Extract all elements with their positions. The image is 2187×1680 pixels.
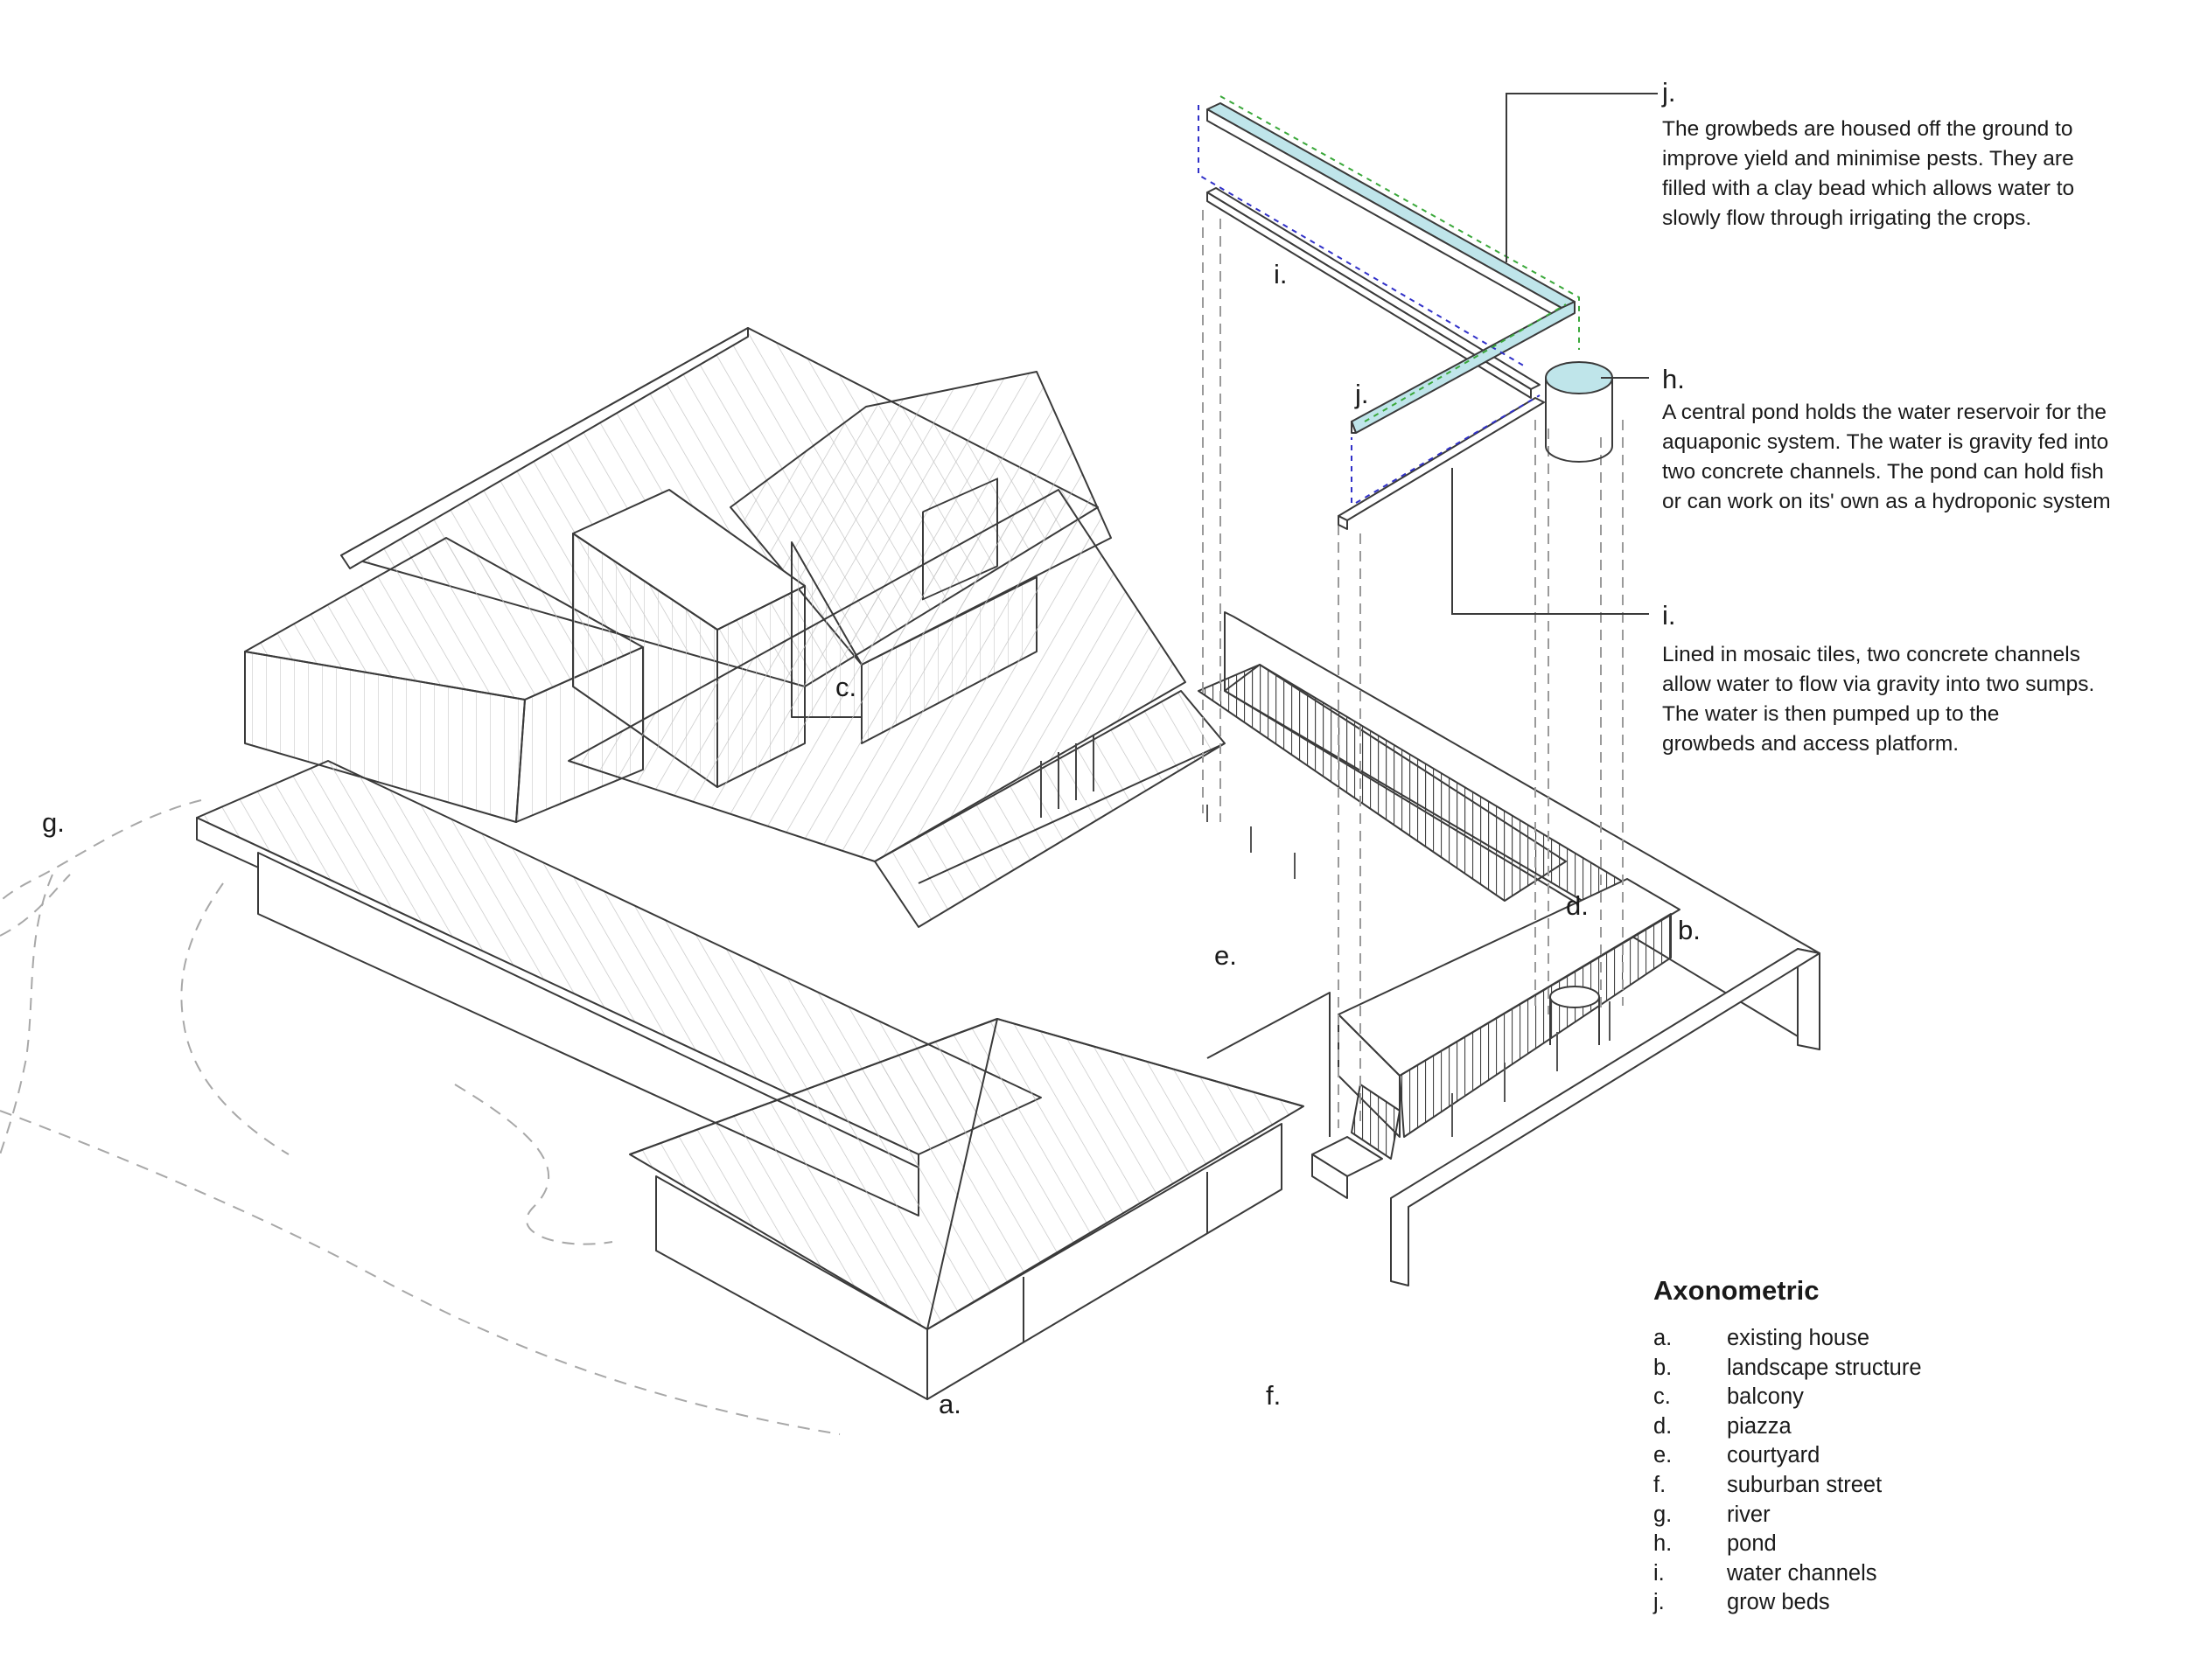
legend-key: i. <box>1653 1560 1665 1586</box>
note-channels: Lined in mosaic tiles, two concrete chan… <box>1662 640 2094 759</box>
legend-item: b. landscape structure <box>1653 1354 1922 1384</box>
note-line: Lined in mosaic tiles, two concrete chan… <box>1662 643 2081 666</box>
legend-item: e. courtyard <box>1653 1441 1922 1471</box>
legend-text: balcony <box>1727 1384 1804 1410</box>
label-i-top: i. <box>1274 259 1288 289</box>
aquaponic-system <box>1206 102 1613 530</box>
label-g: g. <box>42 807 65 838</box>
note-line: slowly flow through irrigating the crops… <box>1662 206 2032 230</box>
note-line: The water is then pumped up to the <box>1662 702 2000 726</box>
legend-item: c. balcony <box>1653 1383 1922 1412</box>
label-j-top: j. <box>1662 77 1676 108</box>
label-j-mid: j. <box>1355 379 1369 409</box>
legend-key: e. <box>1653 1443 1673 1468</box>
note-line: aquaponic system. The water is gravity f… <box>1662 430 2109 454</box>
note-growbeds: The growbeds are housed off the ground t… <box>1662 115 2074 234</box>
river-contours <box>0 799 841 1435</box>
label-a: a. <box>939 1389 961 1419</box>
legend-key: d. <box>1653 1413 1673 1439</box>
label-e: e. <box>1214 940 1237 971</box>
legend-key: f. <box>1653 1472 1666 1497</box>
legend-item: d. piazza <box>1653 1412 1922 1442</box>
label-b: b. <box>1678 915 1701 945</box>
legend-key: a. <box>1653 1326 1673 1350</box>
leader-lines <box>1451 93 1658 615</box>
label-i-side: i. <box>1662 600 1676 631</box>
legend-key: b. <box>1653 1355 1673 1380</box>
legend-key: h. <box>1653 1531 1673 1557</box>
legend-item: j. grow beds <box>1653 1588 1922 1618</box>
legend-title: Axonometric <box>1653 1275 1820 1306</box>
legend-item: f. suburban street <box>1653 1471 1922 1501</box>
legend-text: pond <box>1727 1531 1777 1557</box>
legend-item: g. river <box>1653 1501 1922 1530</box>
legend-text: courtyard <box>1727 1443 1820 1468</box>
legend-text: piazza <box>1727 1413 1792 1439</box>
projection-lines <box>1202 210 1624 1128</box>
note-pond: A central pond holds the water reservoir… <box>1662 398 2111 517</box>
label-f: f. <box>1266 1380 1282 1411</box>
legend-text: river <box>1727 1502 1771 1527</box>
existing-house <box>196 327 1331 1400</box>
legend-text: grow beds <box>1727 1590 1830 1615</box>
legend-item: i. water channels <box>1653 1559 1922 1589</box>
note-line: or can work on its' own as a hydroponic … <box>1662 490 2111 513</box>
legend-text: suburban street <box>1727 1472 1883 1497</box>
flow-arrows <box>1198 95 1580 504</box>
legend-text: landscape structure <box>1727 1355 1922 1380</box>
legend-key: c. <box>1653 1384 1671 1410</box>
note-line: two concrete channels. The pond can hold… <box>1662 460 2104 484</box>
note-line: improve yield and minimise pests. They a… <box>1662 147 2074 171</box>
note-line: filled with a clay bead which allows wat… <box>1662 177 2075 200</box>
note-line: growbeds and access platform. <box>1662 732 1960 756</box>
label-c: c. <box>835 672 857 702</box>
legend-text: existing house <box>1727 1326 1870 1350</box>
legend-key: g. <box>1653 1502 1673 1527</box>
legend: Axonometric a. existing house b. landscape… <box>1653 1275 1922 1618</box>
legend-key: j. <box>1653 1590 1665 1615</box>
note-line: The growbeds are housed off the ground t… <box>1662 117 2073 141</box>
legend-item: a. existing house <box>1653 1324 1922 1354</box>
legend-item: h. pond <box>1653 1530 1922 1559</box>
landscape-structure <box>1198 611 1820 1286</box>
note-line: allow water to flow via gravity into two… <box>1662 673 2095 696</box>
label-h: h. <box>1662 364 1685 394</box>
note-line: A central pond holds the water reservoir… <box>1662 401 2107 424</box>
legend-text: water channels <box>1727 1560 1877 1586</box>
label-d: d. <box>1566 890 1589 921</box>
